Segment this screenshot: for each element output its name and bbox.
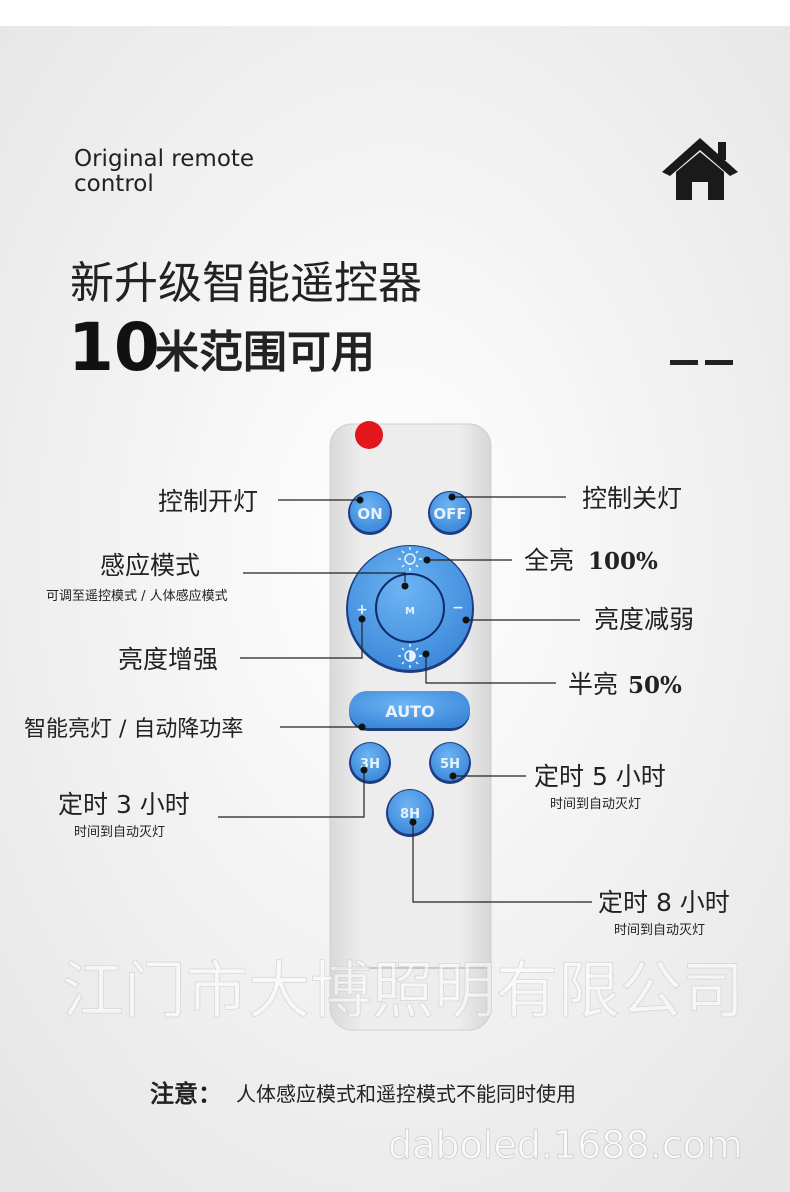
auto-button[interactable]: AUTO (349, 691, 470, 731)
label-half-value: 50% (628, 672, 682, 699)
note-label: 注意： (150, 1080, 222, 1108)
sun-full-icon (398, 547, 422, 571)
top-strip (0, 0, 790, 26)
subtitle-line1: Original remote (74, 146, 254, 172)
on-button[interactable]: ON (348, 491, 392, 535)
company-watermark: 江门市大博照明有限公司 (62, 954, 744, 1027)
svg-text:OFF: OFF (433, 505, 466, 523)
dash-decoration (705, 360, 733, 365)
sun-half-icon (398, 644, 422, 668)
label-full-value: 100% (588, 548, 658, 575)
title-line2: 米范围可用 (155, 327, 375, 378)
remote-control: ON OFF M + − AUTO (329, 421, 492, 1031)
label-timer-5: 定时 5 小时 (534, 762, 666, 791)
mode-button[interactable]: M (405, 606, 415, 617)
label-sensor-sub: 可调至遥控模式 / 人体感应模式 (46, 588, 228, 604)
dash-decoration (670, 360, 698, 365)
callout-lines (218, 496, 592, 903)
label-timer-8-sub: 时间到自动灭灯 (614, 923, 705, 938)
timer-3h-button[interactable]: 3H (349, 742, 391, 784)
callout-dots (356, 493, 470, 826)
label-half: 半亮 (568, 670, 618, 699)
label-timer-3-sub: 时间到自动灭灯 (74, 825, 165, 840)
svg-text:AUTO: AUTO (385, 702, 434, 721)
home-icon (662, 138, 738, 200)
label-off: 控制关灯 (582, 484, 682, 513)
site-watermark: daboled.1688.com (388, 1123, 743, 1167)
power-indicator-button[interactable] (355, 421, 383, 449)
dim-button[interactable]: − (452, 600, 464, 616)
svg-text:ON: ON (357, 505, 382, 523)
svg-text:5H: 5H (440, 757, 460, 772)
label-timer-8: 定时 8 小时 (598, 888, 730, 917)
subtitle-line2: control (74, 171, 154, 197)
label-full: 全亮 (524, 546, 574, 575)
label-on: 控制开灯 (158, 487, 258, 516)
title-line1: 新升级智能遥控器 (70, 258, 422, 309)
label-brighten: 亮度增强 (118, 645, 218, 674)
svg-text:8H: 8H (400, 807, 420, 822)
timer-5h-button[interactable]: 5H (429, 742, 471, 784)
brightness-dial[interactable]: M + − (346, 545, 474, 673)
label-sensor: 感应模式 (100, 551, 200, 580)
note-text: 人体感应模式和遥控模式不能同时使用 (236, 1082, 576, 1106)
off-button[interactable]: OFF (428, 491, 472, 535)
label-dim: 亮度减弱 (594, 605, 694, 634)
label-timer-5-sub: 时间到自动灭灯 (550, 797, 641, 812)
brighten-button[interactable]: + (356, 602, 368, 618)
label-timer-3: 定时 3 小时 (58, 790, 190, 819)
title-range-number: 10 (68, 309, 160, 386)
timer-8h-button[interactable]: 8H (386, 789, 434, 837)
label-auto: 智能亮灯 / 自动降功率 (24, 717, 243, 742)
